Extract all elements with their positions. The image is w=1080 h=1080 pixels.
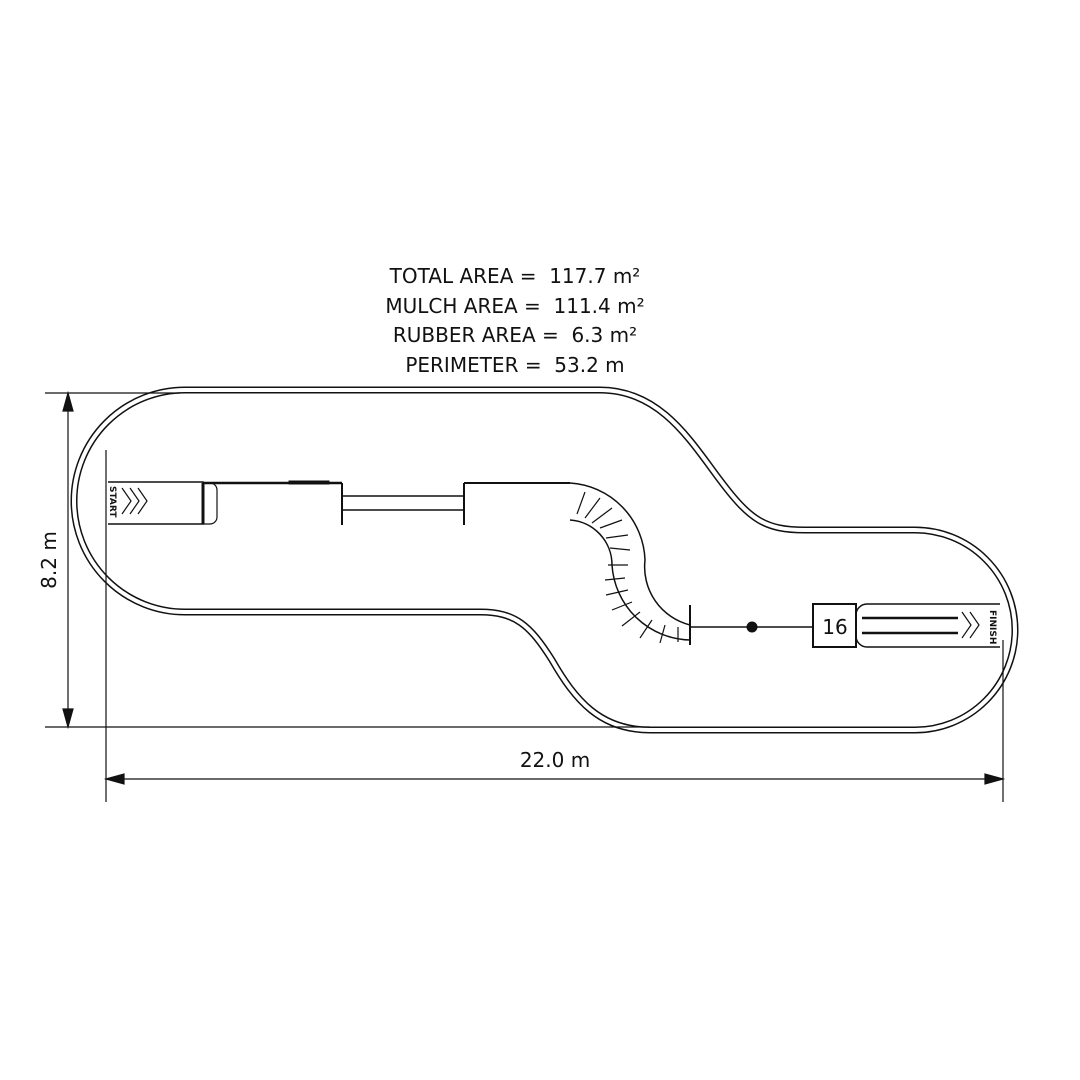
- mulch-area: MULCH AREA = 111.4 m²: [385, 293, 645, 318]
- total-area: TOTAL AREA = 117.7 m²: [389, 264, 641, 288]
- mulch-boundary: [70, 386, 1019, 734]
- finish-pad: [855, 603, 1000, 648]
- finish-label: FINISH: [987, 610, 997, 644]
- height-label: 8.2 m: [37, 531, 61, 589]
- equipment-line: [203, 480, 857, 648]
- width-label: 22.0 m: [520, 748, 590, 772]
- start-label: START: [107, 486, 117, 518]
- area-summary: TOTAL AREA = 117.7 m² MULCH AREA = 111.4…: [0, 262, 1030, 380]
- width-dimension: [103, 450, 1006, 802]
- rubber-area: RUBBER AREA = 6.3 m²: [392, 323, 638, 347]
- start-pad: [108, 481, 218, 525]
- height-dimension: [45, 390, 650, 730]
- station-number: 16: [822, 615, 847, 639]
- perimeter: PERIMETER = 53.2 m: [405, 352, 625, 377]
